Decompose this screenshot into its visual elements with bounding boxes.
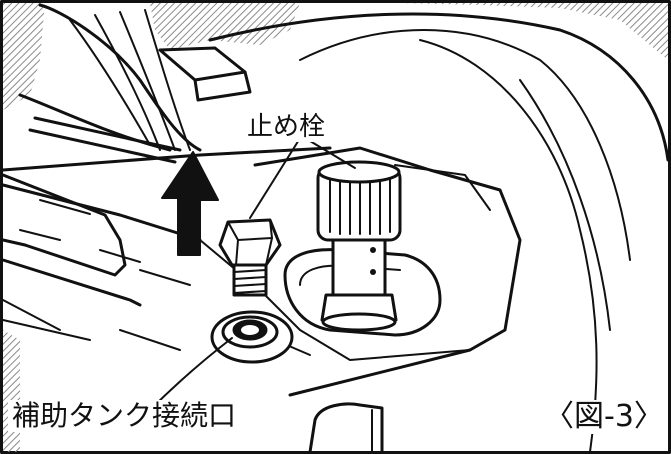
- body-outer-curve: [208, 12, 670, 162]
- plate-slot-top: [33, 116, 182, 152]
- figure-number: 〈図-3〉: [540, 400, 668, 434]
- dash-2: [19, 229, 61, 241]
- hex-bolt-thread-lines: [233, 269, 267, 294]
- top-block: [158, 46, 247, 82]
- fold-line-2: [94, 14, 161, 151]
- left-lower-edge: [1, 258, 142, 307]
- arrow-up-icon: [161, 151, 219, 256]
- fold-line-3: [119, 11, 176, 151]
- dash-3: [99, 249, 141, 263]
- platform-outline: [253, 146, 522, 397]
- hex-bolt-facet: [227, 219, 273, 241]
- body-contour-1: [299, 29, 631, 261]
- stop-plug-pin-1: [370, 247, 376, 253]
- plate-edge-lower: [1, 183, 202, 242]
- body-contour-3: [519, 79, 611, 331]
- boss-recess: [283, 248, 442, 337]
- dash-5: [119, 329, 181, 351]
- dash-4: [139, 269, 191, 286]
- left-dash-2: [2, 319, 91, 341]
- fold-line-1: [69, 19, 151, 146]
- hatch-top-center: [150, 3, 300, 50]
- hatch-top-right: [400, 3, 668, 60]
- platform-top-dash: [394, 164, 491, 211]
- dash-1: [39, 199, 91, 215]
- top-block-side: [193, 70, 252, 102]
- stop-plug-knurl: [329, 175, 391, 235]
- left-arm: [1, 173, 127, 277]
- stop-plug-stem: [331, 238, 387, 297]
- bottom-bracket: [308, 402, 384, 454]
- body-contour-2: [419, 39, 598, 453]
- plate-slot-bottom: [28, 128, 177, 164]
- leader-stop-plug: [249, 134, 303, 219]
- hatch-bottom-left: [3, 330, 20, 452]
- shoulder-curve: [38, 3, 202, 152]
- left-arm-end: [1, 238, 27, 247]
- aux-port-hole-highlight: [241, 325, 259, 335]
- stop-plug-label: 止め栓: [244, 112, 329, 142]
- left-dash-1: [2, 299, 61, 331]
- stop-plug-pin-2: [370, 269, 376, 275]
- aux-tank-port-label: 補助タンク接続口: [8, 400, 241, 432]
- plate-edge-upper: [1, 146, 332, 172]
- stop-plug-base-ring: [321, 312, 397, 332]
- stop-plug-top: [317, 160, 401, 184]
- hex-bolt-edges: [235, 237, 273, 266]
- fold-line-4: [144, 9, 191, 151]
- hatch-top-left: [3, 3, 45, 110]
